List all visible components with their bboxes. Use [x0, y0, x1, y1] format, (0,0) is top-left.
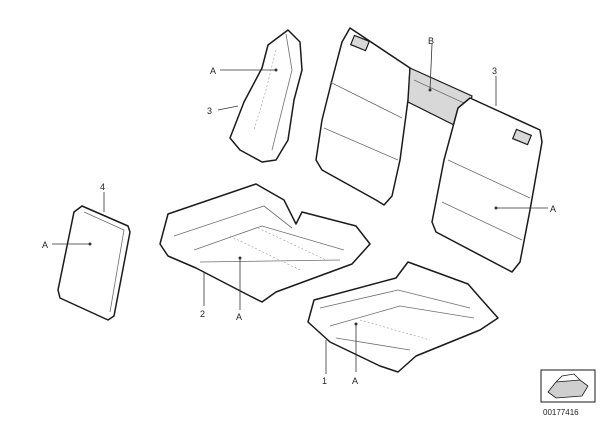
- label-a-bolster: A: [210, 66, 216, 76]
- backrest-cover-left: [315, 27, 411, 206]
- seat-cover-part-2: [159, 183, 371, 303]
- label-a-backrest: A: [550, 204, 556, 214]
- label-3-backrest: 3: [492, 66, 497, 76]
- seat-cover-part-1: [307, 261, 499, 373]
- label-a-cushion: A: [42, 240, 48, 250]
- seat-thumbnail-icon: [547, 373, 589, 399]
- label-2-seat: 2: [200, 309, 205, 319]
- label-1-seat: 1: [322, 376, 327, 386]
- callout-labels: A 3 B 3 A 4 A 2 A 1 A: [42, 36, 556, 386]
- side-cushion-part-4: [57, 205, 131, 321]
- label-b-center: B: [428, 36, 434, 46]
- leader-lines: [52, 43, 548, 374]
- label-a-seat-2: A: [236, 312, 242, 322]
- backrest-side-bolster: [229, 29, 303, 163]
- label-4-cushion: 4: [100, 182, 105, 192]
- label-3-bolster: 3: [207, 106, 212, 116]
- label-a-seat-1: A: [352, 376, 358, 386]
- reference-number: 00177416: [543, 408, 579, 417]
- backrest-cover-right: [431, 97, 543, 273]
- reference-box: 00177416: [540, 369, 596, 417]
